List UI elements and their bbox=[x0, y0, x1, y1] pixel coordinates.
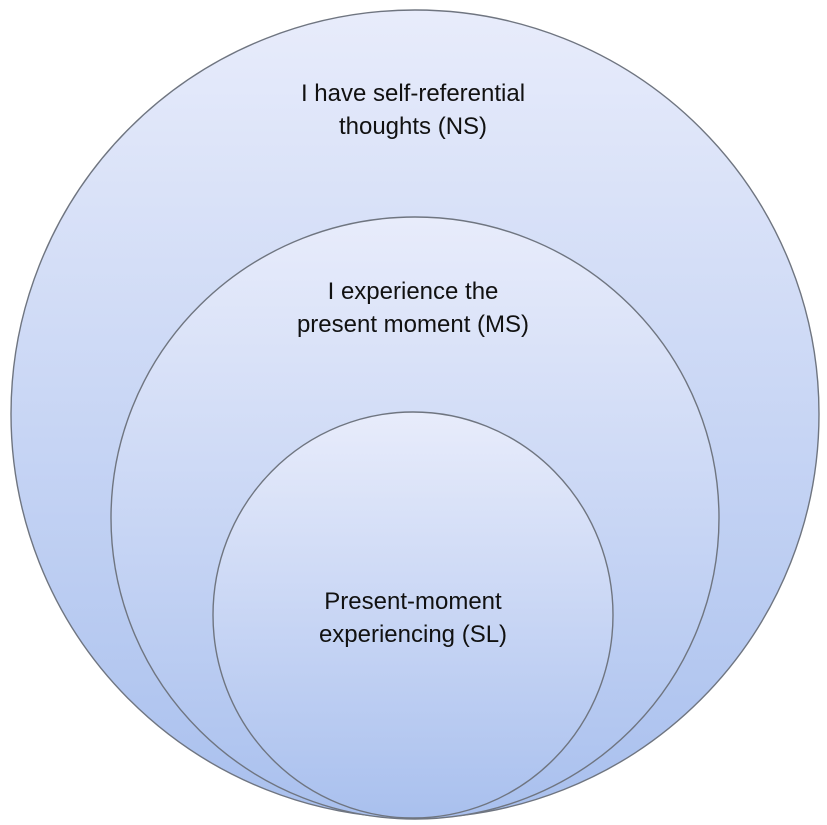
inner-circle bbox=[212, 411, 614, 819]
middle-circle-label-line-2: present moment (MS) bbox=[296, 311, 530, 338]
inner-circle-label-line-2: experiencing (SL) bbox=[318, 621, 508, 648]
outer-circle-label-line-1: I have self-referential bbox=[300, 80, 526, 107]
middle-circle-label-line-1: I experience the bbox=[327, 278, 499, 305]
outer-circle-label-line-2: thoughts (NS) bbox=[338, 113, 488, 140]
middle-circle-label: I experience the present moment (MS) bbox=[213, 275, 613, 341]
outer-circle-label: I have self-referential thoughts (NS) bbox=[213, 77, 613, 143]
inner-circle-label: Present-moment experiencing (SL) bbox=[233, 585, 593, 651]
inner-circle-label-line-1: Present-moment bbox=[324, 588, 502, 615]
